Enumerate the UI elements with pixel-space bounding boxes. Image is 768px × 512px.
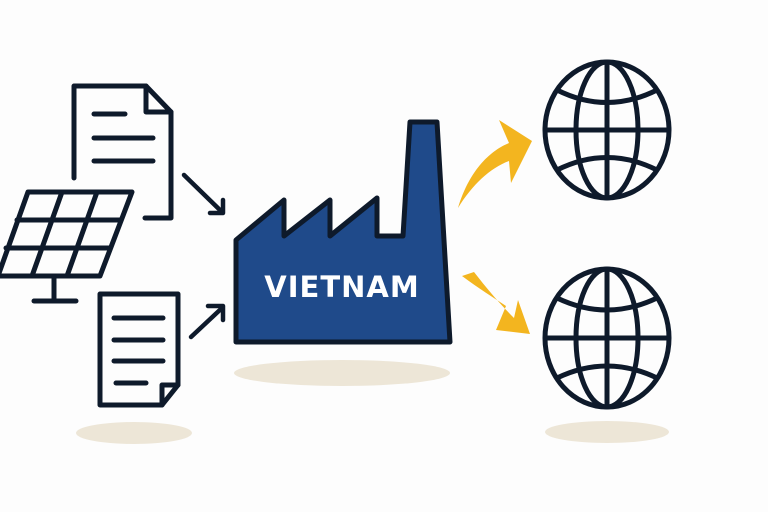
export-arrow-icon: [462, 272, 530, 334]
document-shadow: [76, 422, 192, 444]
factory-shadow: [234, 360, 450, 386]
globe-icon: [542, 59, 672, 201]
export-arrow-icon: [458, 120, 532, 208]
factory-label: VIETNAM: [264, 270, 420, 304]
factory-icon: [233, 119, 453, 345]
arrow-icon: [181, 172, 226, 216]
solar-panel-icon: [0, 189, 135, 304]
arrow-icon: [188, 303, 226, 340]
globe-shadow: [545, 421, 669, 443]
globe-icon: [542, 266, 672, 410]
document-icon: [97, 291, 181, 408]
document-icon: [71, 83, 174, 221]
